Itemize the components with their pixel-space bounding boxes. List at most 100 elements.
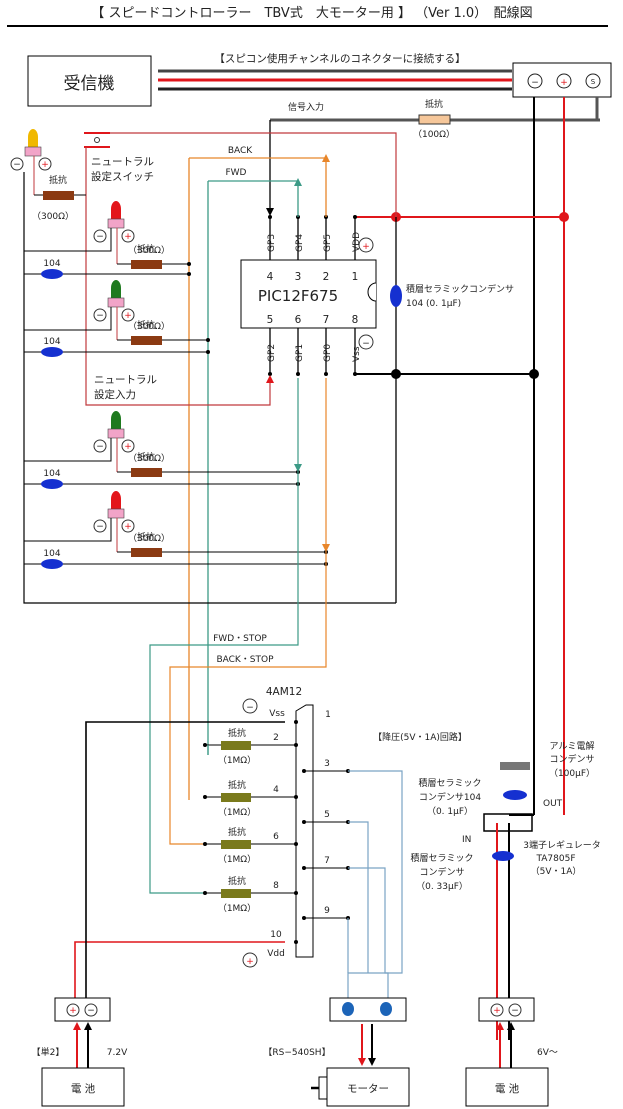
- signal-input-label: 信号入力: [288, 101, 324, 113]
- svg-text:+: +: [560, 78, 568, 88]
- driver-pin-number: 5: [324, 810, 330, 820]
- svg-text:−: −: [96, 442, 104, 452]
- motor-label: モーター: [347, 1083, 389, 1095]
- motor-connector: [329, 997, 407, 1022]
- svg-text:−: −: [531, 78, 539, 88]
- capacitor-104-label: 104: [43, 259, 60, 269]
- resistor-1m-ohm: [221, 741, 251, 750]
- left-battery-connector: [54, 997, 111, 1022]
- pic-plus-icon: +: [358, 237, 374, 253]
- cap-out-line1: 積層セラミック: [418, 777, 481, 789]
- 4am12-chip: [295, 704, 314, 958]
- neutral-input-line2: 設定入力: [94, 388, 136, 401]
- left-battery-label: 電 池: [71, 1082, 96, 1095]
- capacitor-104-label: 104: [43, 469, 60, 479]
- diagram-title: 【 スピードコントローラー TBV式 大モーター用 】 （Ver 1.0） 配線…: [91, 5, 532, 21]
- led-resistor-value: （300Ω）: [128, 453, 170, 464]
- svg-text:+: +: [362, 242, 370, 252]
- driver-vdd-label: Vdd: [267, 949, 285, 959]
- pic-pin-name: Vss: [352, 346, 362, 362]
- pic-decoupling-capacitor: [390, 285, 402, 307]
- pic-pin-name: VDD: [352, 232, 362, 252]
- led-indicator: [107, 201, 125, 229]
- resistor-1m-ohm: [221, 793, 251, 802]
- left-battery-plus-icon: +: [66, 1003, 80, 1017]
- svg-text:+: +: [124, 522, 132, 532]
- led-minus-icon: −: [10, 157, 24, 171]
- led-minus-icon: −: [93, 519, 107, 533]
- led-indicator: [107, 491, 125, 519]
- driver-pin-number: 4: [273, 785, 279, 795]
- alu-cap-line1: アルミ電解: [550, 740, 595, 752]
- regulator-out-label: OUT: [543, 799, 563, 809]
- driver-resistor-label: 抵抗: [228, 727, 246, 739]
- left-battery-type: 【単2】: [32, 1046, 65, 1058]
- capacitor-104: [41, 559, 63, 569]
- pic-pin-number: 4: [267, 271, 274, 283]
- svg-text:−: −: [511, 1006, 519, 1016]
- driver-pin-number: 9: [324, 906, 330, 916]
- cap-in-line3: （0. 33μF）: [416, 881, 468, 892]
- svg-text:−: −: [96, 232, 104, 242]
- svg-text:+: +: [124, 311, 132, 321]
- back-arrow-icon: [322, 154, 330, 162]
- right-battery-voltage: 6V〜: [537, 1048, 558, 1058]
- neutral-switch-icon[interactable]: [94, 137, 100, 143]
- led-resistor-value: （300Ω）: [32, 211, 74, 222]
- led-minus-icon: −: [93, 439, 107, 453]
- resistor-300-ohm: [131, 468, 162, 477]
- svg-text:−: −: [87, 1006, 95, 1016]
- reg-line1: 3端子レギュレータ: [523, 839, 601, 851]
- pic-pin-number: 5: [267, 314, 274, 326]
- fwd-arrow-icon: [294, 178, 302, 186]
- driver-pin-number: 3: [324, 759, 330, 769]
- pic-pin-number: 1: [352, 271, 359, 283]
- alu-cap-line2: コンデンサ: [549, 753, 594, 765]
- fwd-stop-label: FWD・STOP: [213, 634, 267, 644]
- resistor-1m-ohm: [221, 889, 251, 898]
- in-capacitor: [492, 851, 514, 861]
- reg-line2: TA7805F: [535, 854, 575, 864]
- driver-pin-number: 10: [270, 930, 282, 940]
- resistor-300-ohm: [131, 336, 162, 345]
- pic-pin-name: GP5: [323, 234, 333, 252]
- driver-resistor-value: （1MΩ）: [218, 854, 256, 865]
- alu-cap-line3: （100μF）: [549, 768, 595, 779]
- svg-text:+: +: [124, 442, 132, 452]
- connector-note: 【スピコン使用チャンネルのコネクターに接続する】: [214, 52, 465, 65]
- driver-pin-number: 8: [273, 881, 279, 891]
- driver-resistor-value: （1MΩ）: [218, 903, 256, 914]
- svg-text:+: +: [246, 957, 254, 967]
- pic-pin-name: GP2: [267, 344, 277, 362]
- driver-vss-label: Vss: [269, 709, 285, 719]
- right-battery: [465, 1067, 549, 1107]
- out-capacitor: [503, 790, 527, 800]
- connector-plus-icon: +: [556, 73, 572, 89]
- svg-text:−: −: [13, 160, 21, 170]
- resistor-100-ohm: [418, 114, 451, 125]
- connector-minus-icon: −: [527, 73, 543, 89]
- receiver-box: [27, 55, 152, 107]
- pic-pin-number: 3: [295, 271, 302, 283]
- resistor-300-ohm: [131, 260, 162, 269]
- svg-text:+: +: [41, 160, 49, 170]
- driver-resistor-value: （1MΩ）: [218, 807, 256, 818]
- motor-box: [326, 1067, 410, 1107]
- pic-pin-number: 2: [323, 271, 330, 283]
- motor-wires: [347, 770, 403, 998]
- pic-pin-name: GP3: [267, 234, 277, 252]
- led-resistor-label: 抵抗: [137, 451, 155, 463]
- chip-name: PIC12F675: [258, 287, 338, 305]
- cap-out-line3: （0. 1μF）: [427, 806, 473, 817]
- svg-text:+: +: [493, 1006, 501, 1016]
- svg-text:S: S: [591, 78, 596, 86]
- svg-text:−: −: [96, 311, 104, 321]
- fwd-label: FWD: [225, 168, 246, 178]
- resistor-300-ohm: [43, 191, 74, 200]
- led-indicator: [107, 411, 125, 439]
- pic-pin-name: GP4: [295, 234, 305, 252]
- led-plus-icon: +: [38, 157, 52, 171]
- driver-resistor-label: 抵抗: [228, 875, 246, 887]
- pic-minus-icon: −: [358, 334, 374, 350]
